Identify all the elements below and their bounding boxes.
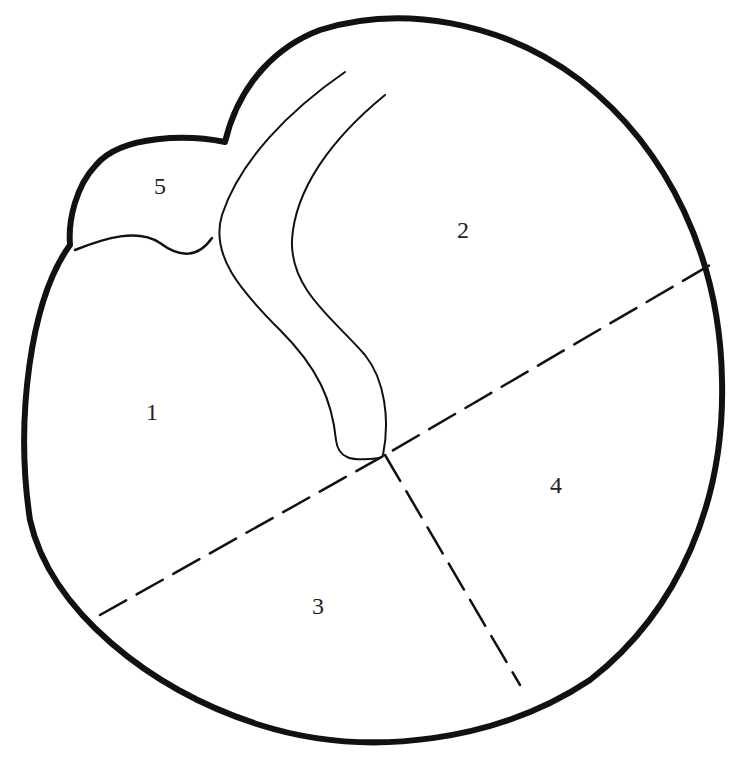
dashed-divider xyxy=(100,265,710,615)
callout-number: 3 xyxy=(312,594,324,618)
callout-number: 1 xyxy=(146,400,158,424)
region-boundary xyxy=(292,95,386,455)
outer-outline xyxy=(24,18,722,742)
callout-number: 2 xyxy=(457,218,469,242)
region-boundary xyxy=(219,72,380,459)
callout-number: 4 xyxy=(550,473,562,497)
dashed-divider xyxy=(385,455,520,685)
callout-number: 5 xyxy=(154,174,166,198)
region-boundary xyxy=(75,235,212,253)
